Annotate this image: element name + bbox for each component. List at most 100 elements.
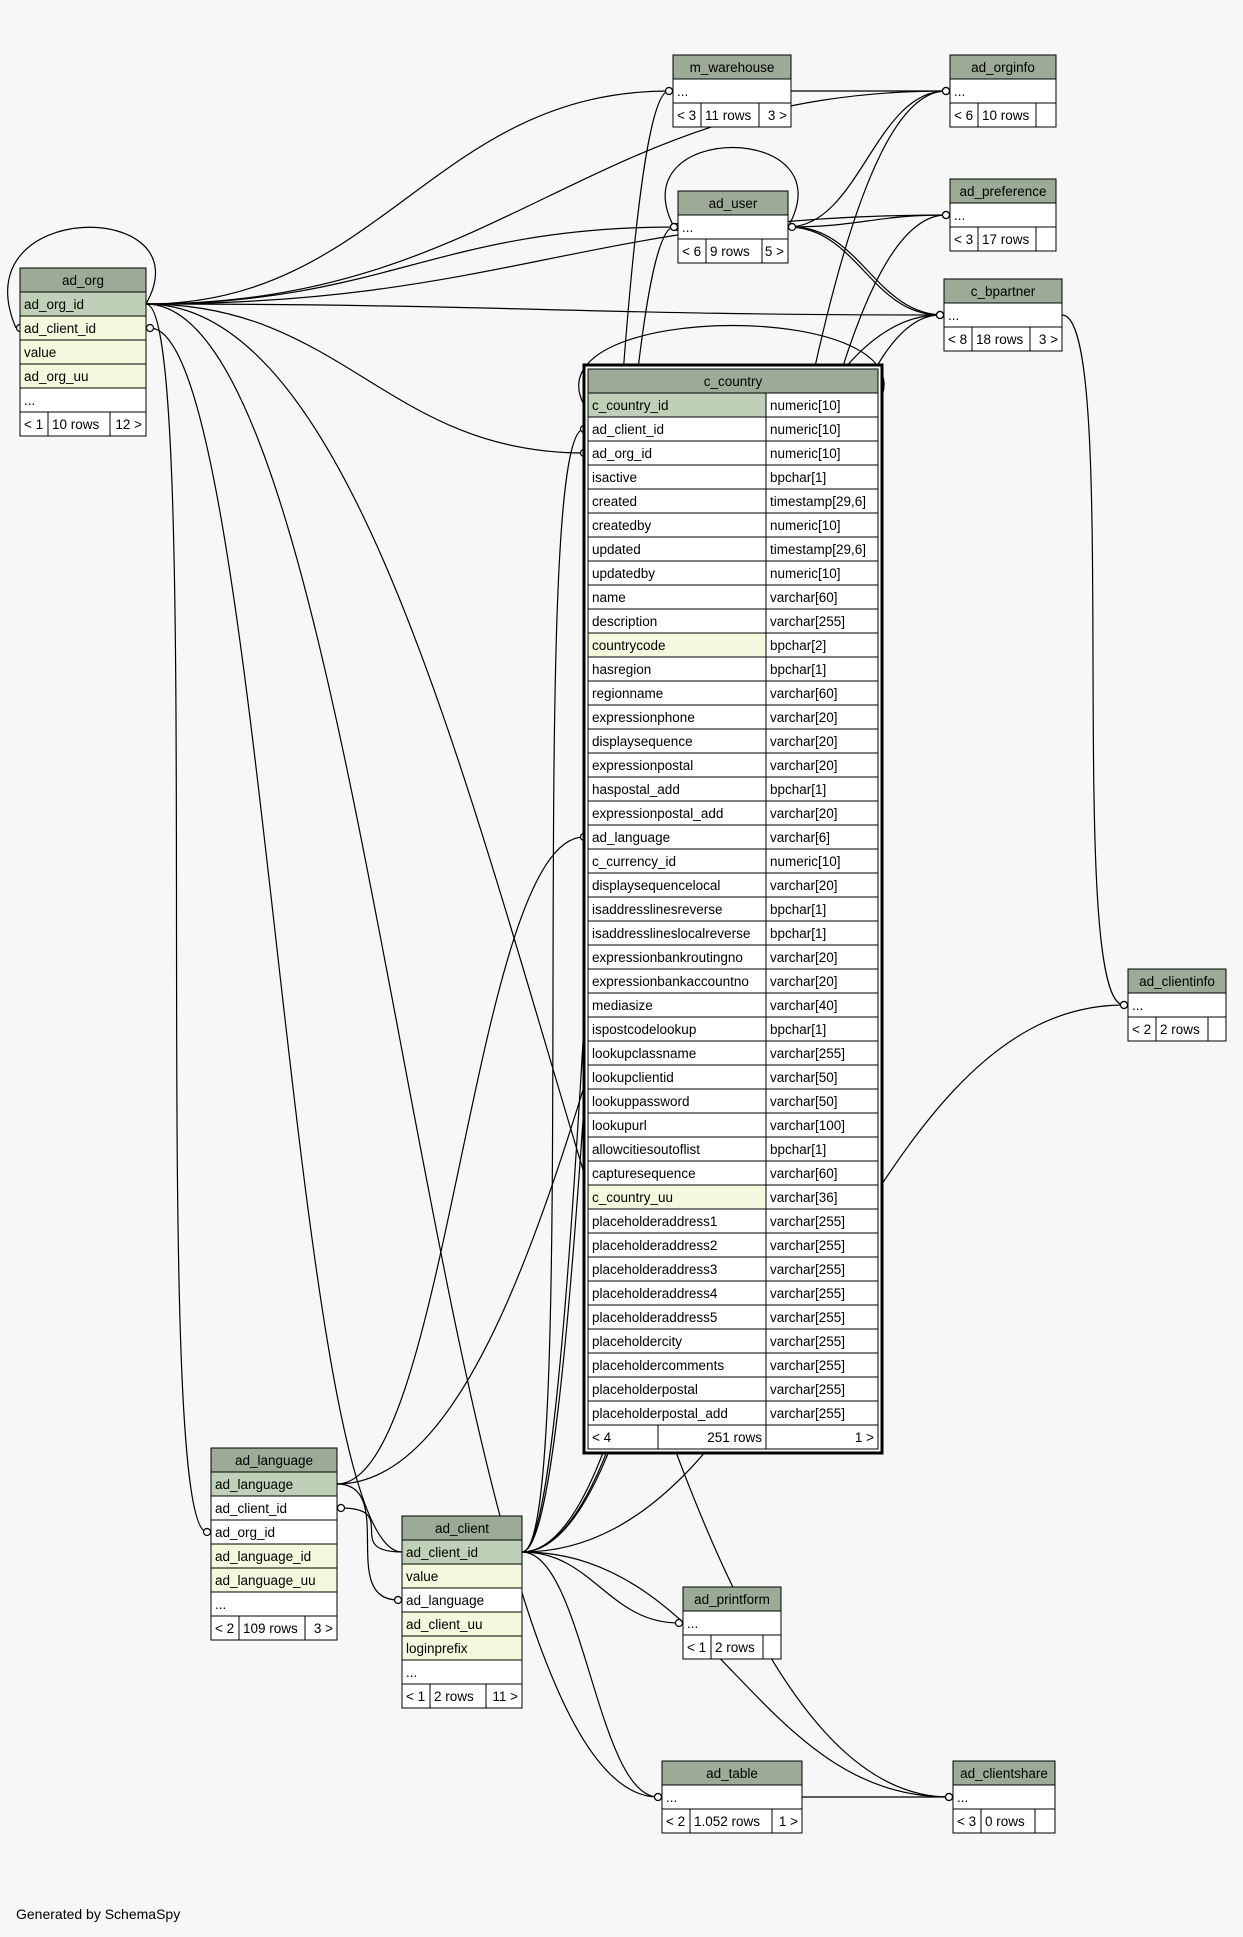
column-name: ... [24, 393, 35, 408]
column-name: ad_language [406, 1593, 484, 1608]
table-header [943, 278, 1063, 304]
column-name: createdby [592, 518, 652, 533]
footer-parents: < 6 [682, 244, 701, 259]
column-type: varchar[255] [770, 1382, 845, 1397]
column-type: varchar[60] [770, 590, 838, 605]
column-row: ad_language [210, 1471, 338, 1497]
relationship-line [521, 428, 585, 1553]
column-row: ad_language [401, 1587, 523, 1613]
table-header [1127, 968, 1227, 994]
relationship-line [521, 1551, 950, 1798]
table-ad_client[interactable]: ad_clientad_client_idvaluead_languagead_… [401, 1515, 523, 1709]
column-name: ... [954, 84, 965, 99]
column-name: placeholderaddress1 [592, 1214, 717, 1229]
column-name: expressionbankroutingno [592, 950, 743, 965]
footer-row-count: 10 rows [52, 417, 100, 432]
column-name: expressionphone [592, 710, 695, 725]
table-name: ad_preference [959, 184, 1046, 199]
footer-parents: < 1 [24, 417, 43, 432]
zero-many-marker [202, 1527, 212, 1537]
footer-children: 11 > [492, 1689, 518, 1704]
column-name: ad_org_id [215, 1525, 275, 1540]
column-type: varchar[255] [770, 1238, 845, 1253]
footer-parents: < 3 [957, 1814, 976, 1829]
column-name: placeholderaddress3 [592, 1262, 717, 1277]
footer-row-count: 9 rows [710, 244, 750, 259]
column-name: c_currency_id [592, 854, 676, 869]
column-type: varchar[20] [770, 758, 838, 773]
zero-many-marker [941, 210, 951, 220]
column-name: ... [677, 84, 688, 99]
column-row: ad_client_uu [401, 1611, 523, 1637]
column-name: allowcitiesoutoflist [592, 1142, 700, 1157]
footer-parents: < 8 [948, 332, 967, 347]
column-type: numeric[10] [770, 398, 841, 413]
column-row: ... [210, 1591, 338, 1617]
column-name: lookupclassname [592, 1046, 696, 1061]
relationship-line [336, 1483, 399, 1601]
zero-many-marker [669, 222, 679, 232]
column-type: varchar[255] [770, 1358, 845, 1373]
column-row: ... [19, 387, 147, 413]
zero-many-marker [664, 86, 674, 96]
column-name: lookuppassword [592, 1094, 690, 1109]
table-ad_org[interactable]: ad_orgad_org_idad_client_idvaluead_org_u… [19, 267, 147, 437]
column-type: varchar[6] [770, 830, 830, 845]
table-ad_language[interactable]: ad_languagead_languagead_client_idad_org… [210, 1447, 338, 1641]
column-row: ... [677, 214, 789, 240]
column-type: varchar[255] [770, 1046, 845, 1061]
column-name: placeholderpostal [592, 1382, 698, 1397]
column-name: updatedby [592, 566, 655, 581]
column-name: ... [954, 208, 965, 223]
column-name: ad_language [215, 1477, 293, 1492]
footer-parents: < 1 [687, 1640, 706, 1655]
relationship-line [145, 90, 947, 305]
column-name: ad_org_id [592, 446, 652, 461]
table-header [19, 267, 147, 293]
column-name: ispostcodelookup [592, 1022, 696, 1037]
relationship-line [145, 303, 585, 454]
column-name: ... [682, 220, 693, 235]
column-name: countrycode [592, 638, 666, 653]
relationship-line [1061, 314, 1125, 1006]
column-row: ad_client_id [210, 1495, 338, 1521]
table-header [949, 54, 1057, 80]
footer-parents: < 2 [215, 1621, 234, 1636]
column-type: numeric[10] [770, 518, 841, 533]
relationship-line [149, 327, 403, 1553]
table-header [210, 1447, 338, 1473]
column-name: isactive [592, 470, 637, 485]
footer-row-count: 251 rows [707, 1430, 762, 1445]
column-name: ad_client_id [24, 321, 96, 336]
column-name: c_country_uu [592, 1190, 673, 1205]
column-name: ... [406, 1665, 417, 1680]
column-name: placeholdercity [592, 1334, 682, 1349]
